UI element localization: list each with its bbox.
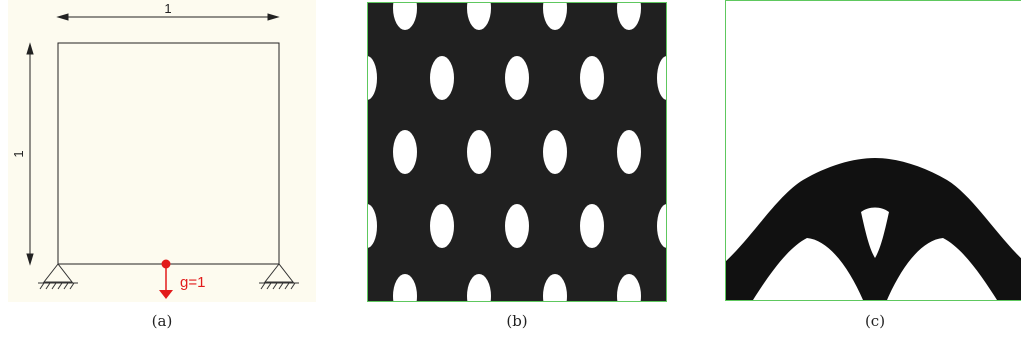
panel-border [725,0,1021,301]
load-label: g=1 [180,274,205,291]
load-arrow-icon [159,259,173,299]
caption-b: (b) [506,312,528,330]
panel-border [367,2,667,302]
periodic-topology-result [367,2,667,302]
height-label: 1 [11,150,26,157]
sketch-background [8,0,316,302]
caption-c: (c) [864,312,886,330]
hole-pattern [367,2,667,302]
arch-topology-result [725,0,1021,301]
caption-a: (a) [151,312,173,330]
right-pin-support-icon [259,263,299,290]
width-dimension-arrow [56,13,280,21]
left-pin-support-icon [38,263,78,290]
height-dimension-arrow [26,42,34,266]
arch-structure [725,158,1021,300]
width-label: 1 [164,1,171,16]
design-domain-sketch: 1 1 g=1 [8,0,316,302]
